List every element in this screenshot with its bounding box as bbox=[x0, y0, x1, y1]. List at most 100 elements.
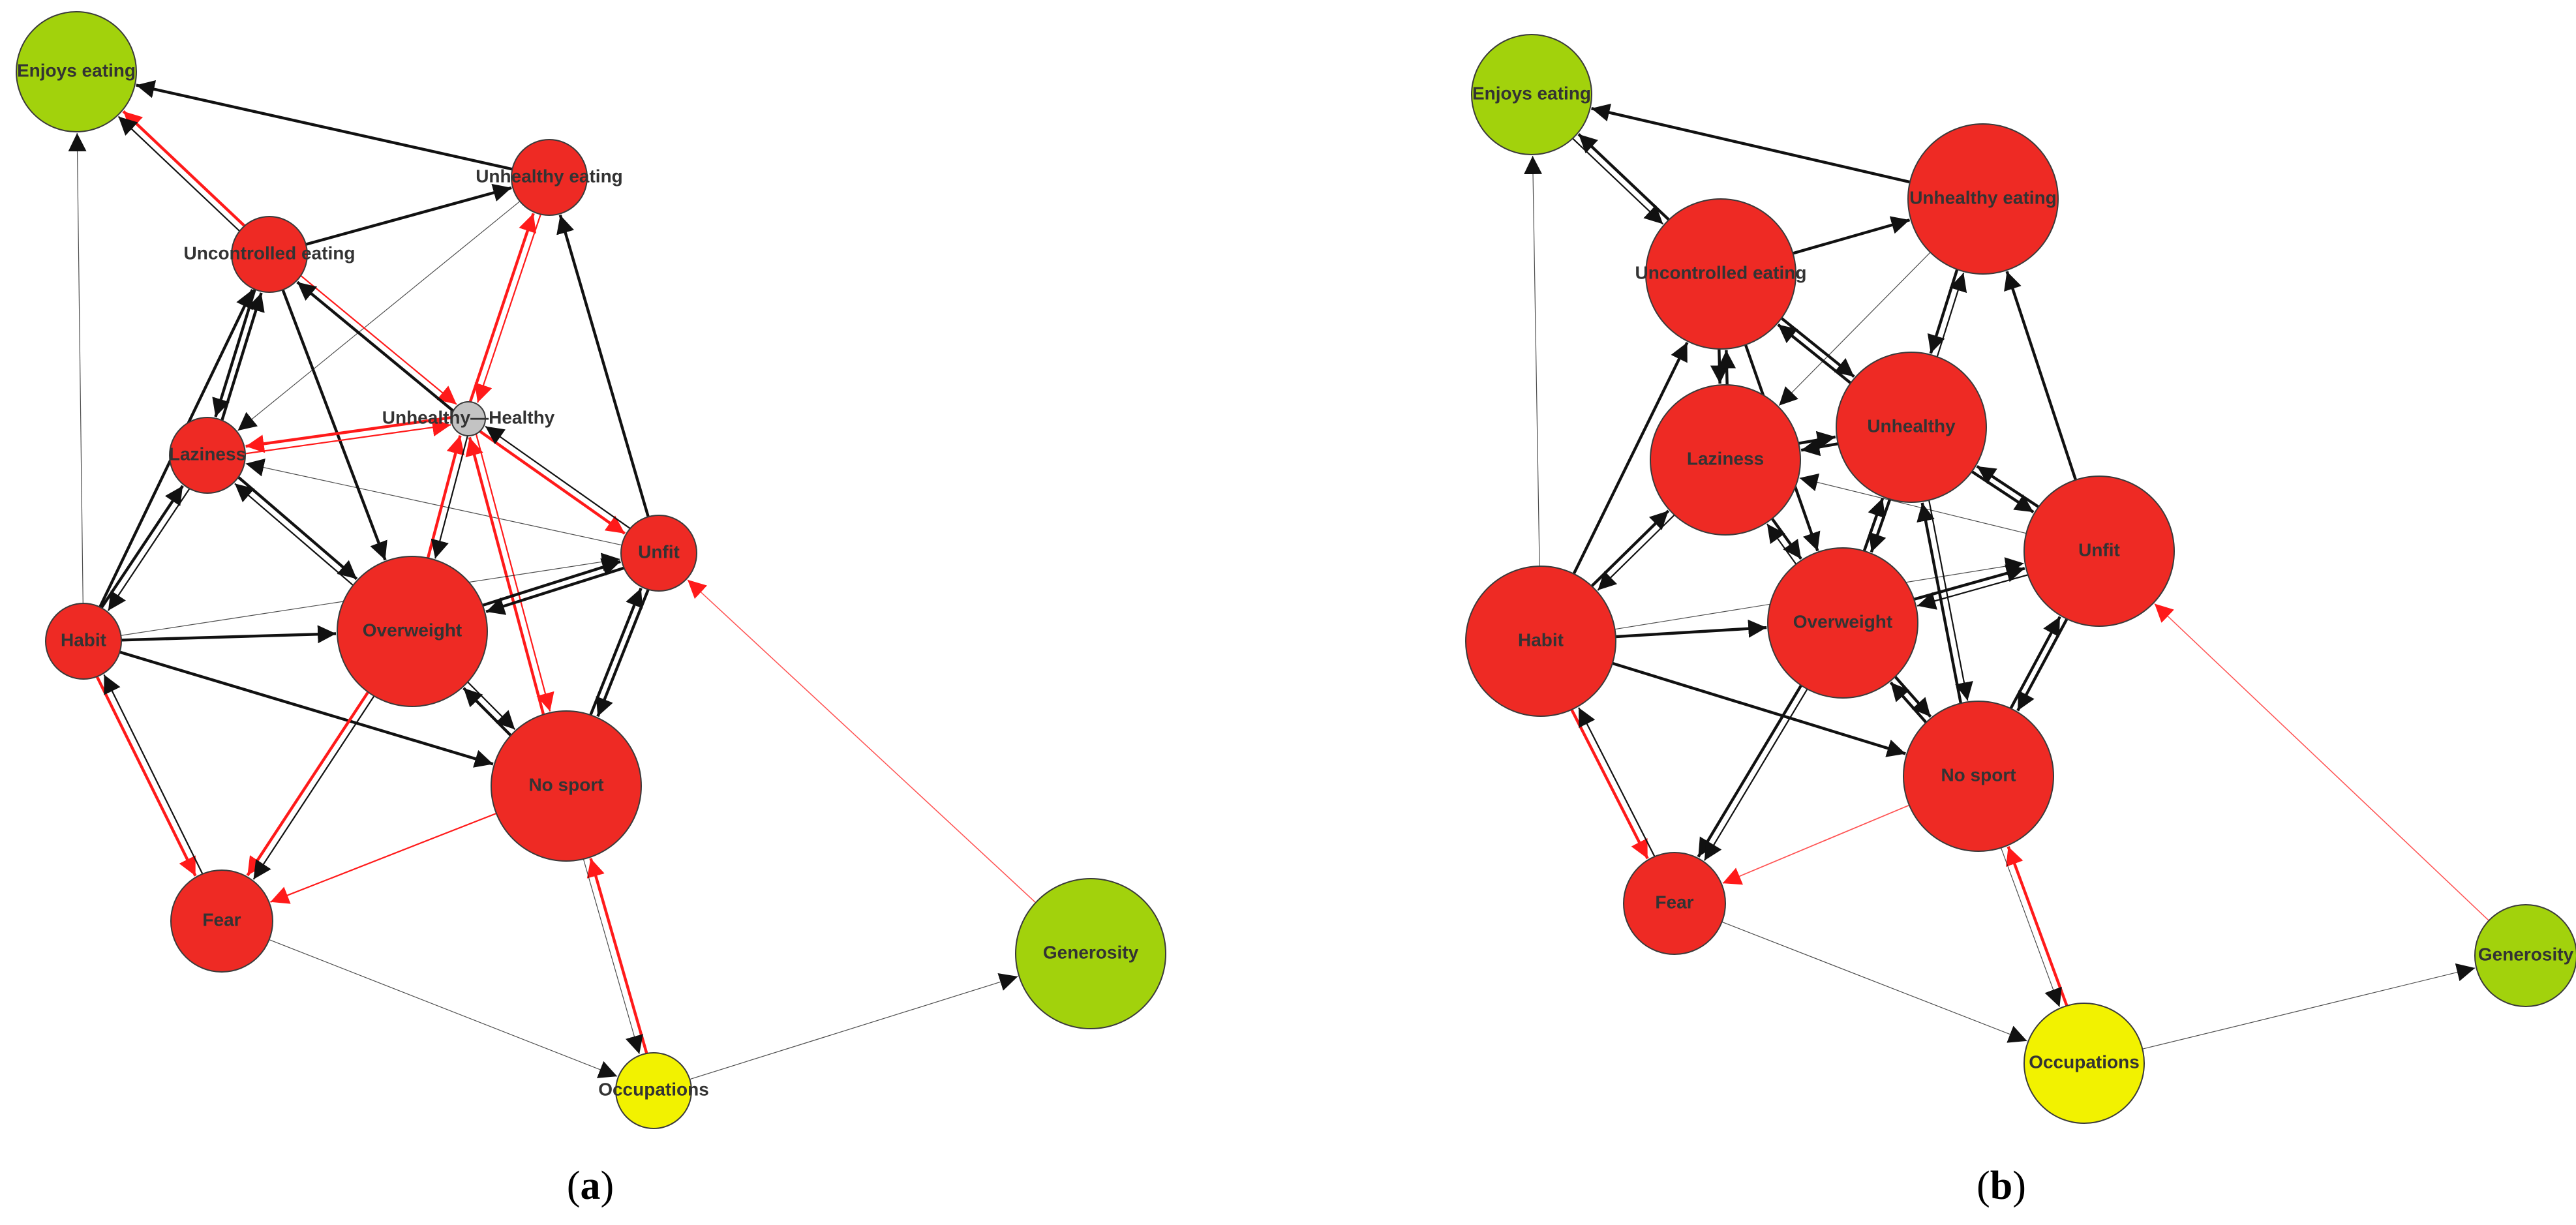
node-overweight: Overweight bbox=[1767, 547, 1918, 699]
edge-habit-to-laziness bbox=[100, 485, 184, 609]
edge-unfit-to-unheat bbox=[2004, 271, 2078, 481]
edge-unheat-to-enjoys bbox=[1591, 103, 1911, 184]
node-unhealthy: Unhealthy bbox=[1836, 352, 1987, 503]
edge-fear-to-occupations bbox=[269, 939, 618, 1078]
edge-overweight-to-fear bbox=[1697, 684, 1803, 858]
node-laziness: Laziness bbox=[1650, 384, 1801, 536]
node-circle-occupations bbox=[2023, 1003, 2145, 1124]
panel-a-caption-open: ( bbox=[567, 1164, 581, 1208]
edge-enjoys-to-uncontrolled bbox=[1572, 138, 1664, 225]
edge-laziness-to-uncontrolled bbox=[1718, 350, 1736, 385]
node-label-uncontrolled: Uncontrolled eating bbox=[1635, 262, 1807, 282]
edge-overweight-to-unfit bbox=[1913, 564, 2025, 601]
node-label-unhealthy: Unhealthy—Healthy bbox=[382, 407, 555, 427]
panel-b-caption: (b) bbox=[1977, 1164, 2026, 1208]
node-label-unheat: Unhealthy eating bbox=[1909, 187, 2057, 207]
node-circle-unfit bbox=[2023, 476, 2175, 627]
node-circle-unheat bbox=[1907, 123, 2059, 275]
panel-a-edges bbox=[68, 80, 1037, 1080]
edge-unhealthy-to-laziness bbox=[245, 416, 451, 453]
node-circle-generosity bbox=[1015, 878, 1166, 1029]
node-fear: Fear bbox=[1623, 852, 1726, 955]
node-circle-overweight bbox=[1767, 547, 1918, 699]
edge-uncontrolled-to-overweight bbox=[281, 289, 387, 561]
node-fear: Fear bbox=[170, 870, 273, 973]
node-nosport: No sport bbox=[491, 710, 642, 862]
edge-overweight-to-unhealthy bbox=[426, 435, 464, 558]
node-circle-generosity bbox=[2474, 904, 2576, 1007]
edge-occupations-to-nosport bbox=[2006, 846, 2068, 1006]
node-label-fear: Fear bbox=[202, 909, 241, 930]
edge-habit-to-uncontrolled bbox=[1572, 342, 1689, 575]
node-label-habit: Habit bbox=[1518, 629, 1564, 650]
node-circle-enjoys bbox=[16, 11, 137, 132]
edge-unheat-to-laziness bbox=[237, 201, 521, 431]
edge-unheat-to-enjoys bbox=[136, 80, 513, 171]
edge-overweight-to-fear bbox=[246, 691, 370, 877]
edge-overweight-to-laziness bbox=[234, 483, 354, 586]
node-circle-habit bbox=[45, 603, 122, 680]
node-enjoys: Enjoys eating bbox=[16, 11, 137, 132]
edge-uncontrolled-to-unheat bbox=[305, 183, 512, 246]
node-unfit: Unfit bbox=[620, 515, 697, 592]
edge-fear-to-occupations bbox=[1721, 921, 2027, 1043]
panel-b-caption-close: ) bbox=[2012, 1164, 2026, 1208]
edge-laziness-to-overweight bbox=[237, 476, 358, 581]
node-circle-nosport bbox=[1903, 701, 2054, 852]
edge-overweight-to-nosport bbox=[1894, 676, 1932, 718]
edge-nosport-to-fear bbox=[1722, 804, 1910, 885]
edge-generosity-to-unfit bbox=[687, 579, 1037, 903]
edge-nosport-to-unhealthy bbox=[465, 436, 545, 715]
node-unfit: Unfit bbox=[2023, 476, 2175, 627]
edge-uncontrolled-to-enjoys bbox=[1577, 133, 1670, 221]
edge-habit-to-overweight bbox=[1615, 619, 1767, 639]
edge-habit-to-enjoys bbox=[1524, 155, 1543, 567]
edge-habit-to-laziness bbox=[1590, 509, 1670, 588]
node-circle-uncontrolled bbox=[1645, 198, 1796, 350]
node-circle-overweight bbox=[337, 556, 488, 707]
node-label-nosport: No sport bbox=[1941, 764, 2016, 785]
node-unhealthy: Unhealthy—Healthy bbox=[382, 401, 555, 436]
node-overweight: Overweight bbox=[337, 556, 488, 707]
node-circle-laziness bbox=[1650, 384, 1801, 536]
node-circle-nosport bbox=[491, 710, 642, 862]
edge-laziness-to-habit bbox=[107, 488, 190, 611]
edge-occupations-to-generosity bbox=[2142, 963, 2476, 1050]
edge-habit-to-overweight bbox=[121, 625, 337, 644]
node-circle-habit bbox=[1465, 566, 1616, 717]
node-unheat: Unhealthy eating bbox=[476, 139, 623, 216]
edge-unhealthy-to-nosport bbox=[1928, 500, 1973, 701]
node-label-laziness: Laziness bbox=[169, 444, 246, 464]
node-label-unfit: Unfit bbox=[638, 541, 680, 562]
node-habit: Habit bbox=[1465, 566, 1616, 717]
edge-habit-to-nosport bbox=[119, 650, 494, 768]
edge-occupations-to-generosity bbox=[689, 973, 1018, 1080]
edge-unfit-to-unhealthy bbox=[1976, 465, 2040, 508]
node-label-nosport: No sport bbox=[528, 774, 603, 794]
edge-uncontrolled-to-unhealthy bbox=[1780, 317, 1855, 378]
edge-unfit-to-unhealthy bbox=[485, 425, 631, 529]
edge-laziness-to-unhealthy bbox=[1798, 431, 1836, 449]
edge-unhealthy-to-laziness bbox=[1800, 438, 1839, 457]
edge-unfit-to-unheat bbox=[556, 214, 650, 517]
edge-unheat-to-unhealthy bbox=[1927, 269, 1959, 354]
node-circle-unhealthy bbox=[1836, 352, 1987, 503]
node-label-overweight: Overweight bbox=[1793, 611, 1892, 631]
node-label-fear: Fear bbox=[1655, 892, 1693, 912]
node-label-generosity: Generosity bbox=[1043, 942, 1139, 962]
node-occupations: Occupations bbox=[2023, 1003, 2145, 1124]
edge-unfit-to-nosport bbox=[596, 589, 650, 718]
edge-uncontrolled-to-unhealthy bbox=[300, 275, 457, 405]
panel-b-caption-letter: b bbox=[1990, 1164, 2012, 1208]
edge-nosport-to-unfit bbox=[2009, 616, 2061, 710]
edge-habit-to-fear bbox=[95, 676, 197, 877]
node-generosity: Generosity bbox=[2474, 904, 2576, 1007]
node-laziness: Laziness bbox=[169, 417, 246, 494]
edge-nosport-to-unhealthy bbox=[1917, 502, 1963, 704]
node-unheat: Unhealthy eating bbox=[1907, 123, 2059, 275]
node-nosport: No sport bbox=[1903, 701, 2054, 852]
edge-uncontrolled-to-enjoys bbox=[122, 110, 246, 227]
edge-uncontrolled-to-enjoys bbox=[117, 115, 240, 232]
